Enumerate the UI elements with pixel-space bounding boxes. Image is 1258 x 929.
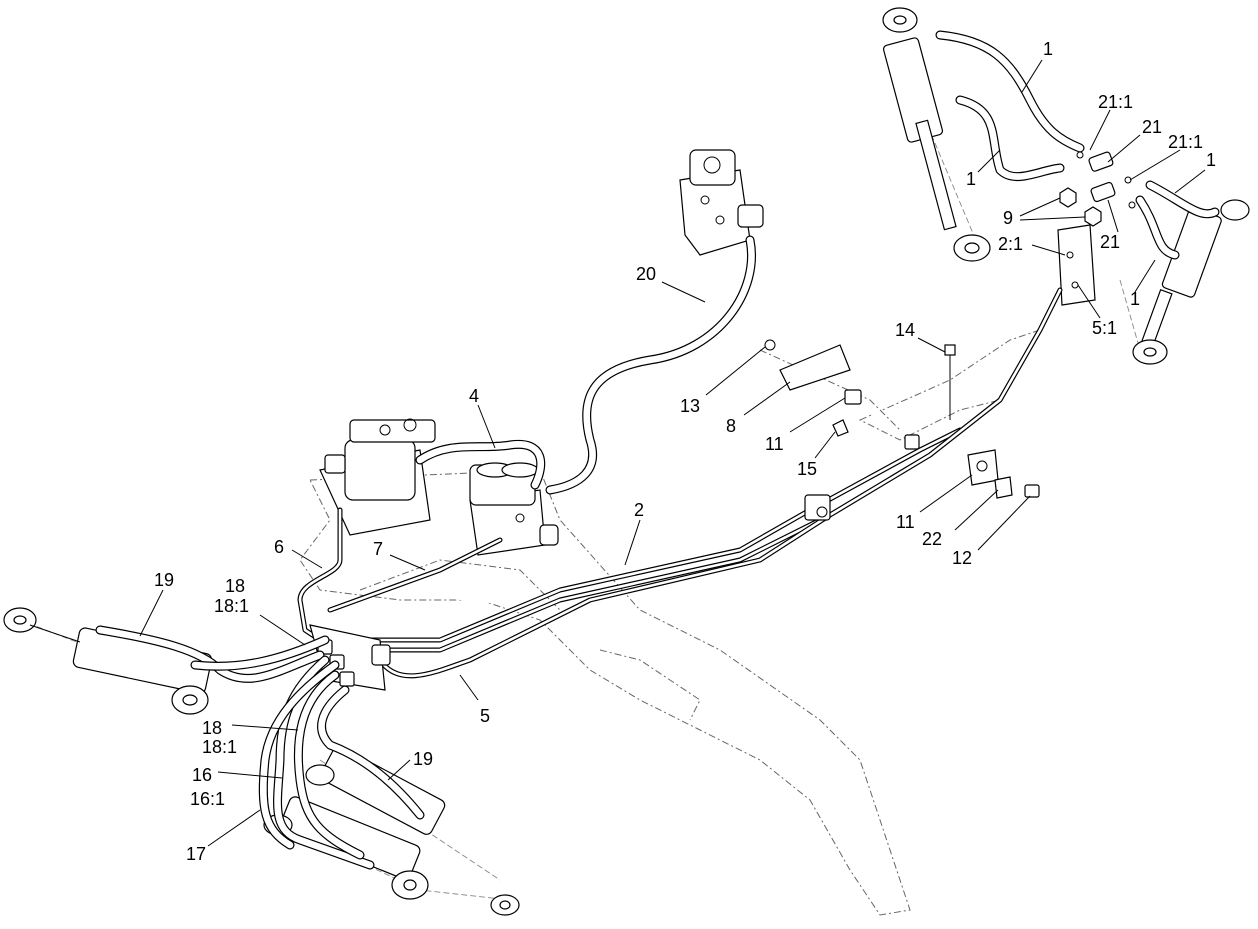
- callout-4: 4: [469, 386, 479, 406]
- callout-18: 18: [202, 718, 222, 738]
- callout-18: 18: [225, 576, 245, 596]
- leader-lines: [139, 59, 1206, 847]
- hose-item-1: [935, 30, 1220, 260]
- nut-item-9: [1059, 187, 1102, 227]
- callout-20: 20: [636, 264, 656, 284]
- callout-labels: 1 1 1 1 21:1 21 21:1 21 9 2:1 5:1 20 14 …: [154, 39, 1216, 864]
- callout-9: 9: [1003, 208, 1013, 228]
- tube-item-2: [327, 427, 963, 653]
- callout-5-1: 5:1: [1092, 318, 1117, 338]
- callout-7: 7: [373, 539, 383, 559]
- callout-16-1: 16:1: [190, 789, 225, 809]
- callout-14: 14: [895, 320, 915, 340]
- callout-16: 16: [192, 765, 212, 785]
- callout-11: 11: [765, 434, 784, 454]
- upper-lift-cylinder-left: [882, 7, 991, 262]
- tube-item-5: [377, 287, 1063, 679]
- callout-1: 1: [1043, 39, 1053, 59]
- hoses-items-16-17-18: [258, 655, 425, 870]
- callout-2-1: 2:1: [998, 234, 1023, 254]
- hose-item-20: [545, 235, 756, 495]
- callout-1: 1: [1130, 289, 1140, 309]
- callout-15: 15: [797, 459, 817, 479]
- solenoid-valve-item-4: [469, 462, 559, 556]
- tube-clamp: [804, 434, 920, 521]
- tee-fitting-21: [1076, 151, 1136, 209]
- filter-assembly: [319, 418, 436, 536]
- callout-18-1: 18:1: [214, 596, 249, 616]
- callout-19: 19: [413, 749, 433, 769]
- tube-item-7: [327, 537, 503, 613]
- hose-item-19-left: [95, 625, 330, 683]
- callout-6: 6: [274, 537, 284, 557]
- callout-8: 8: [726, 416, 736, 436]
- bracket-right: [1057, 224, 1096, 306]
- callout-21-1: 21:1: [1168, 132, 1203, 152]
- callout-21: 21: [1100, 232, 1120, 252]
- callout-18-1: 18:1: [202, 737, 237, 757]
- tube-item-6: [297, 507, 343, 643]
- cylinder-item-19-left: [3, 607, 213, 715]
- callout-5: 5: [480, 706, 490, 726]
- callout-22: 22: [922, 529, 942, 549]
- clamp-items-11-22-12: [967, 449, 1040, 499]
- callout-1: 1: [1206, 150, 1216, 170]
- callout-21-1: 21:1: [1098, 92, 1133, 112]
- control-valve-upper: [679, 149, 764, 256]
- callout-2: 2: [634, 500, 644, 520]
- callout-19: 19: [154, 570, 174, 590]
- bracket-item-8: [764, 339, 956, 437]
- hose-item-4: [415, 439, 546, 490]
- callout-11: 11: [896, 512, 915, 532]
- callout-21: 21: [1142, 117, 1162, 137]
- callout-13: 13: [680, 396, 700, 416]
- callout-12: 12: [952, 548, 972, 568]
- callout-1: 1: [966, 169, 976, 189]
- callout-17: 17: [186, 844, 206, 864]
